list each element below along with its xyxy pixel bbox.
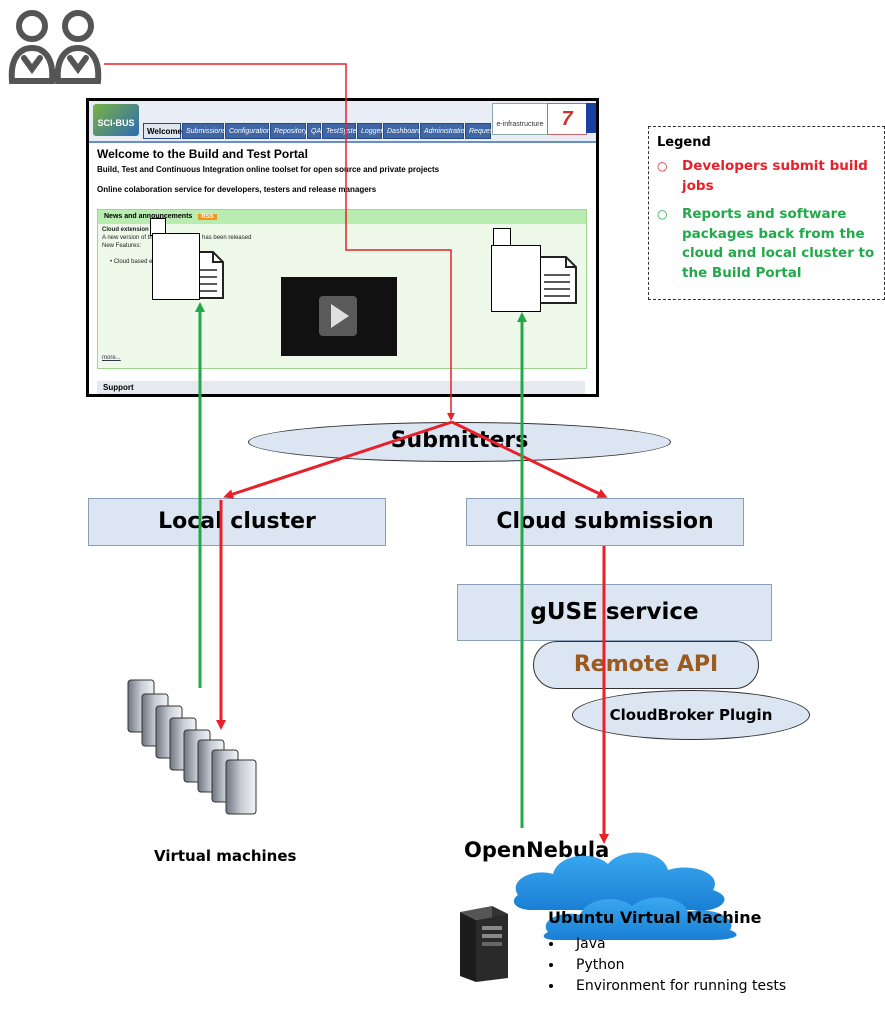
list-item: Environment for running tests	[564, 976, 786, 997]
tab-testsystem[interactable]: TestSystem	[322, 123, 362, 139]
cloud-submission-node: Cloud submission	[466, 498, 744, 546]
report-page	[152, 233, 200, 300]
vm-feature-list: Java Python Environment for running test…	[544, 934, 786, 997]
document-icon	[537, 256, 577, 304]
more-link[interactable]: more...	[102, 355, 121, 361]
cloudbroker-plugin-node: CloudBroker Plugin	[572, 690, 810, 740]
portal-tagline: Online colaboration service for develope…	[97, 185, 377, 194]
guse-service-node: gUSE service	[457, 584, 772, 641]
virtual-machines-label: Virtual machines	[154, 847, 297, 865]
circle-bullet-icon: ○	[657, 159, 668, 173]
fp7-logo: 7	[547, 103, 587, 135]
server-tower-icon	[460, 906, 508, 982]
tab-submissions[interactable]: Submissions	[182, 123, 226, 139]
sci-bus-logo: SCI-BUS	[93, 104, 139, 136]
e-infrastructure-logo: e-infrastructure	[492, 103, 548, 135]
portal-subtitle: Build, Test and Continuous Integration o…	[97, 165, 440, 174]
legend: Legend ○ Developers submit build jobs ○ …	[648, 126, 885, 300]
portal-nav-bar: SCI-BUS Welcome Submissions Configuratio…	[89, 101, 596, 143]
eu-flag-icon	[586, 103, 596, 133]
tab-requests[interactable]: Requests	[465, 123, 499, 139]
remote-api-node: Remote API	[533, 641, 759, 689]
tab-qa[interactable]: QA	[307, 123, 321, 139]
server-cluster-icon	[127, 679, 257, 815]
tab-administration[interactable]: Administration	[420, 123, 468, 139]
video-player[interactable]	[281, 277, 397, 356]
news-header: News and announcements RSS	[98, 210, 586, 224]
cloud-extension-heading: Cloud extension	[102, 227, 149, 233]
news-bullet: • Cloud based e	[110, 259, 153, 265]
tab-welcome[interactable]: Welcome	[143, 123, 182, 139]
submitters-node: Submitters	[248, 422, 671, 462]
new-features-label: New Features:	[102, 243, 142, 249]
play-icon[interactable]	[319, 296, 357, 336]
report-page	[491, 245, 541, 312]
circle-bullet-icon: ○	[657, 207, 668, 221]
legend-title: Legend	[657, 135, 711, 150]
support-section: Support	[97, 381, 585, 394]
tab-dashboard[interactable]: Dashboard	[383, 123, 421, 139]
tab-configuration[interactable]: Configuration	[225, 123, 271, 139]
developers-icon	[8, 10, 102, 84]
rss-badge[interactable]: RSS	[198, 214, 217, 220]
local-cluster-node: Local cluster	[88, 498, 386, 546]
cloud-icon	[513, 852, 737, 940]
ubuntu-vm-label: Ubuntu Virtual Machine	[548, 908, 762, 927]
tab-repository[interactable]: Repository	[270, 123, 307, 139]
list-item: Python	[564, 955, 786, 976]
portal-title: Welcome to the Build and Test Portal	[97, 147, 308, 161]
tab-logger[interactable]: Logger	[357, 123, 383, 139]
list-item: Java	[564, 934, 786, 955]
